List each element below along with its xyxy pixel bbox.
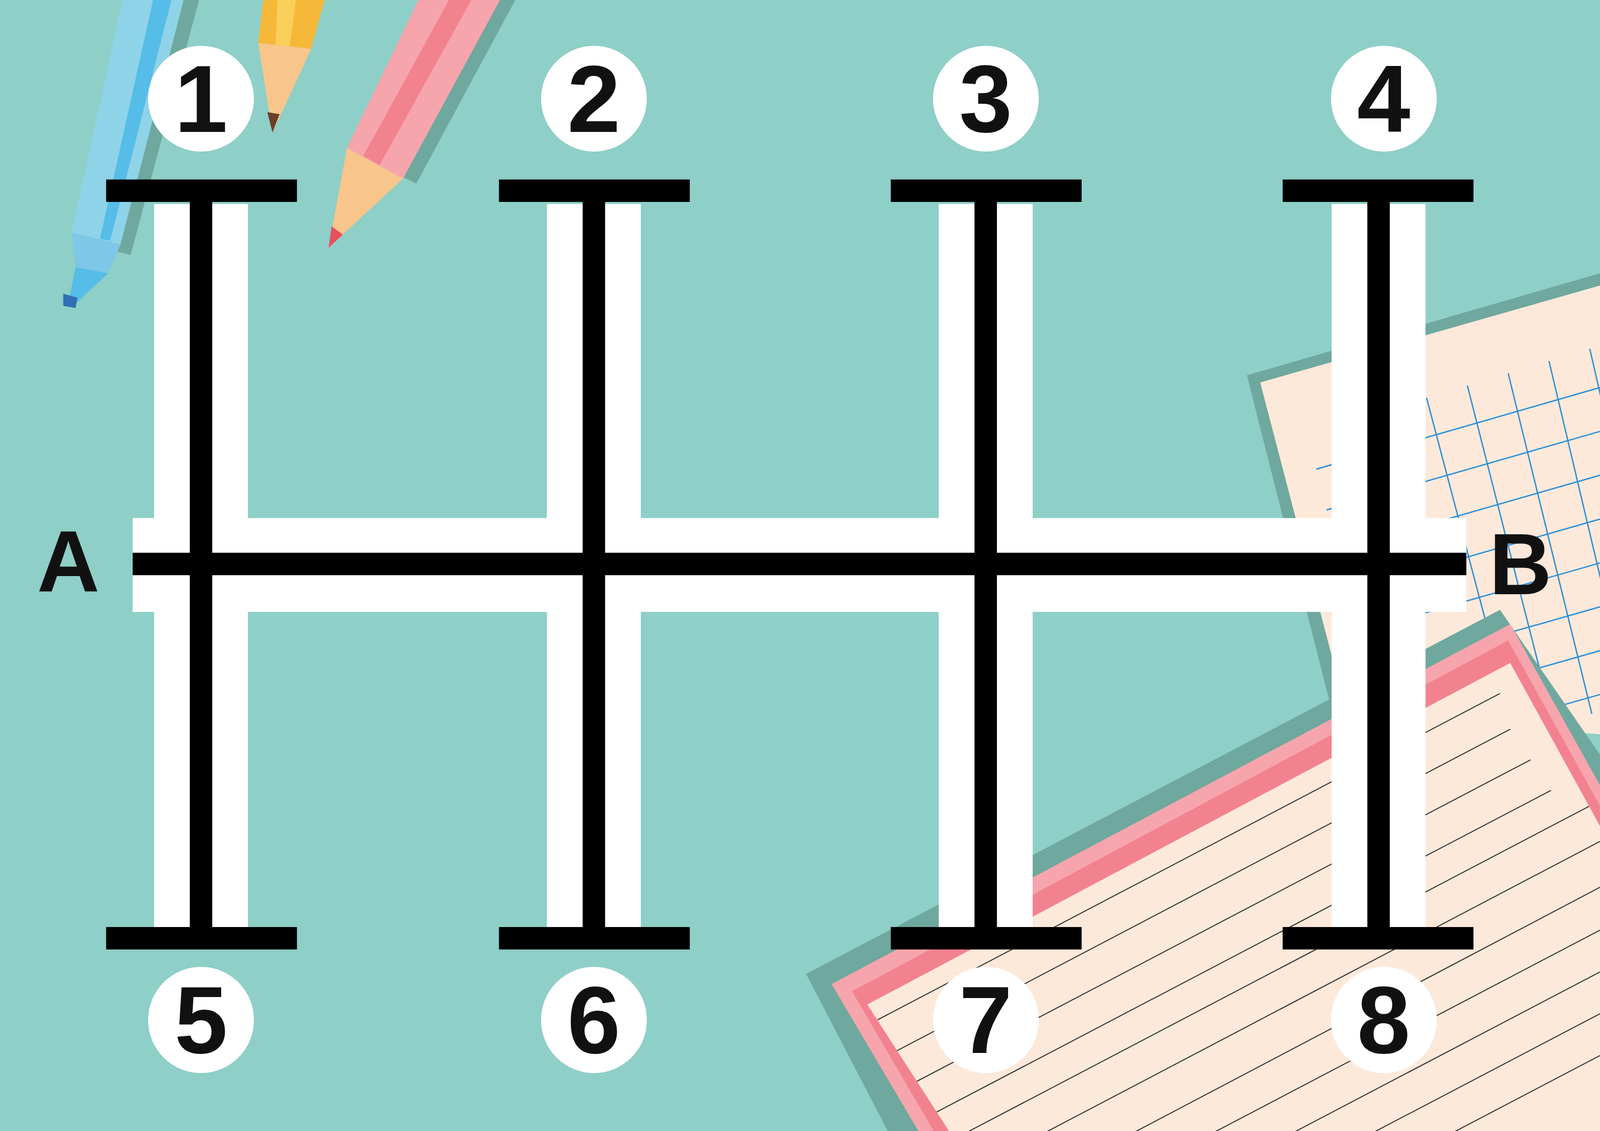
highlighter: [71, 232, 121, 274]
gear-number: 7: [959, 972, 1013, 1069]
track-highlight: [132, 518, 1466, 613]
gear-number-circle: 4: [1330, 45, 1437, 152]
shift-line: [1282, 927, 1474, 951]
gear-number-circle: 2: [541, 45, 647, 152]
notebook: [806, 610, 1600, 1131]
notebook: [979, 887, 1600, 1131]
gear-number: 4: [1357, 50, 1411, 147]
gear-number-circle: 7: [932, 967, 1039, 1074]
gear-number: 3: [959, 50, 1013, 147]
gear-number-circle: 5: [148, 967, 254, 1074]
pink-pencil: [347, 0, 501, 179]
gear-number-circle: 3: [932, 45, 1039, 152]
shift-line: [106, 179, 298, 203]
gear-number-circle: 6: [541, 967, 647, 1074]
end-label: B: [1489, 520, 1552, 608]
track-highlight: [132, 204, 1466, 929]
grid-paper: [1549, 361, 1600, 715]
highlighter: [69, 267, 109, 303]
shift-line: [1282, 179, 1474, 203]
gear-number: 6: [567, 972, 621, 1069]
notebook: [1050, 972, 1600, 1131]
yellow-pencil: [257, 42, 311, 133]
gear-number: 2: [567, 50, 621, 147]
pink-pencil: [328, 0, 516, 248]
gear-number-circle: 8: [1330, 967, 1437, 1074]
pink-pencil: [328, 148, 404, 248]
grid-paper: [1589, 349, 1600, 715]
notebook: [1010, 930, 1600, 1131]
end-label: A: [37, 517, 100, 605]
shift-line: [890, 179, 1082, 203]
pink-pencil: [328, 226, 343, 249]
yellow-pencil: [257, 0, 325, 49]
shift-line: [498, 179, 690, 203]
gear-number: 8: [1357, 972, 1411, 1069]
shift-line: [106, 927, 298, 951]
yellow-pencil: [267, 112, 280, 133]
shift-line: [106, 179, 1474, 950]
shift-pattern: [106, 179, 1474, 950]
shift-line: [498, 927, 690, 951]
yellow-pencil: [275, 0, 297, 47]
shift-line: [132, 553, 1466, 576]
gear-number-circle: 1: [148, 45, 254, 152]
highlighter: [63, 293, 78, 308]
gear-number: 5: [174, 972, 228, 1069]
pink-pencil: [363, 0, 472, 166]
notebook: [949, 841, 1600, 1131]
yellow-pencil: [257, 0, 325, 133]
shift-line: [890, 927, 1082, 951]
notebook: [806, 610, 1600, 1131]
gear-number: 1: [174, 50, 228, 147]
